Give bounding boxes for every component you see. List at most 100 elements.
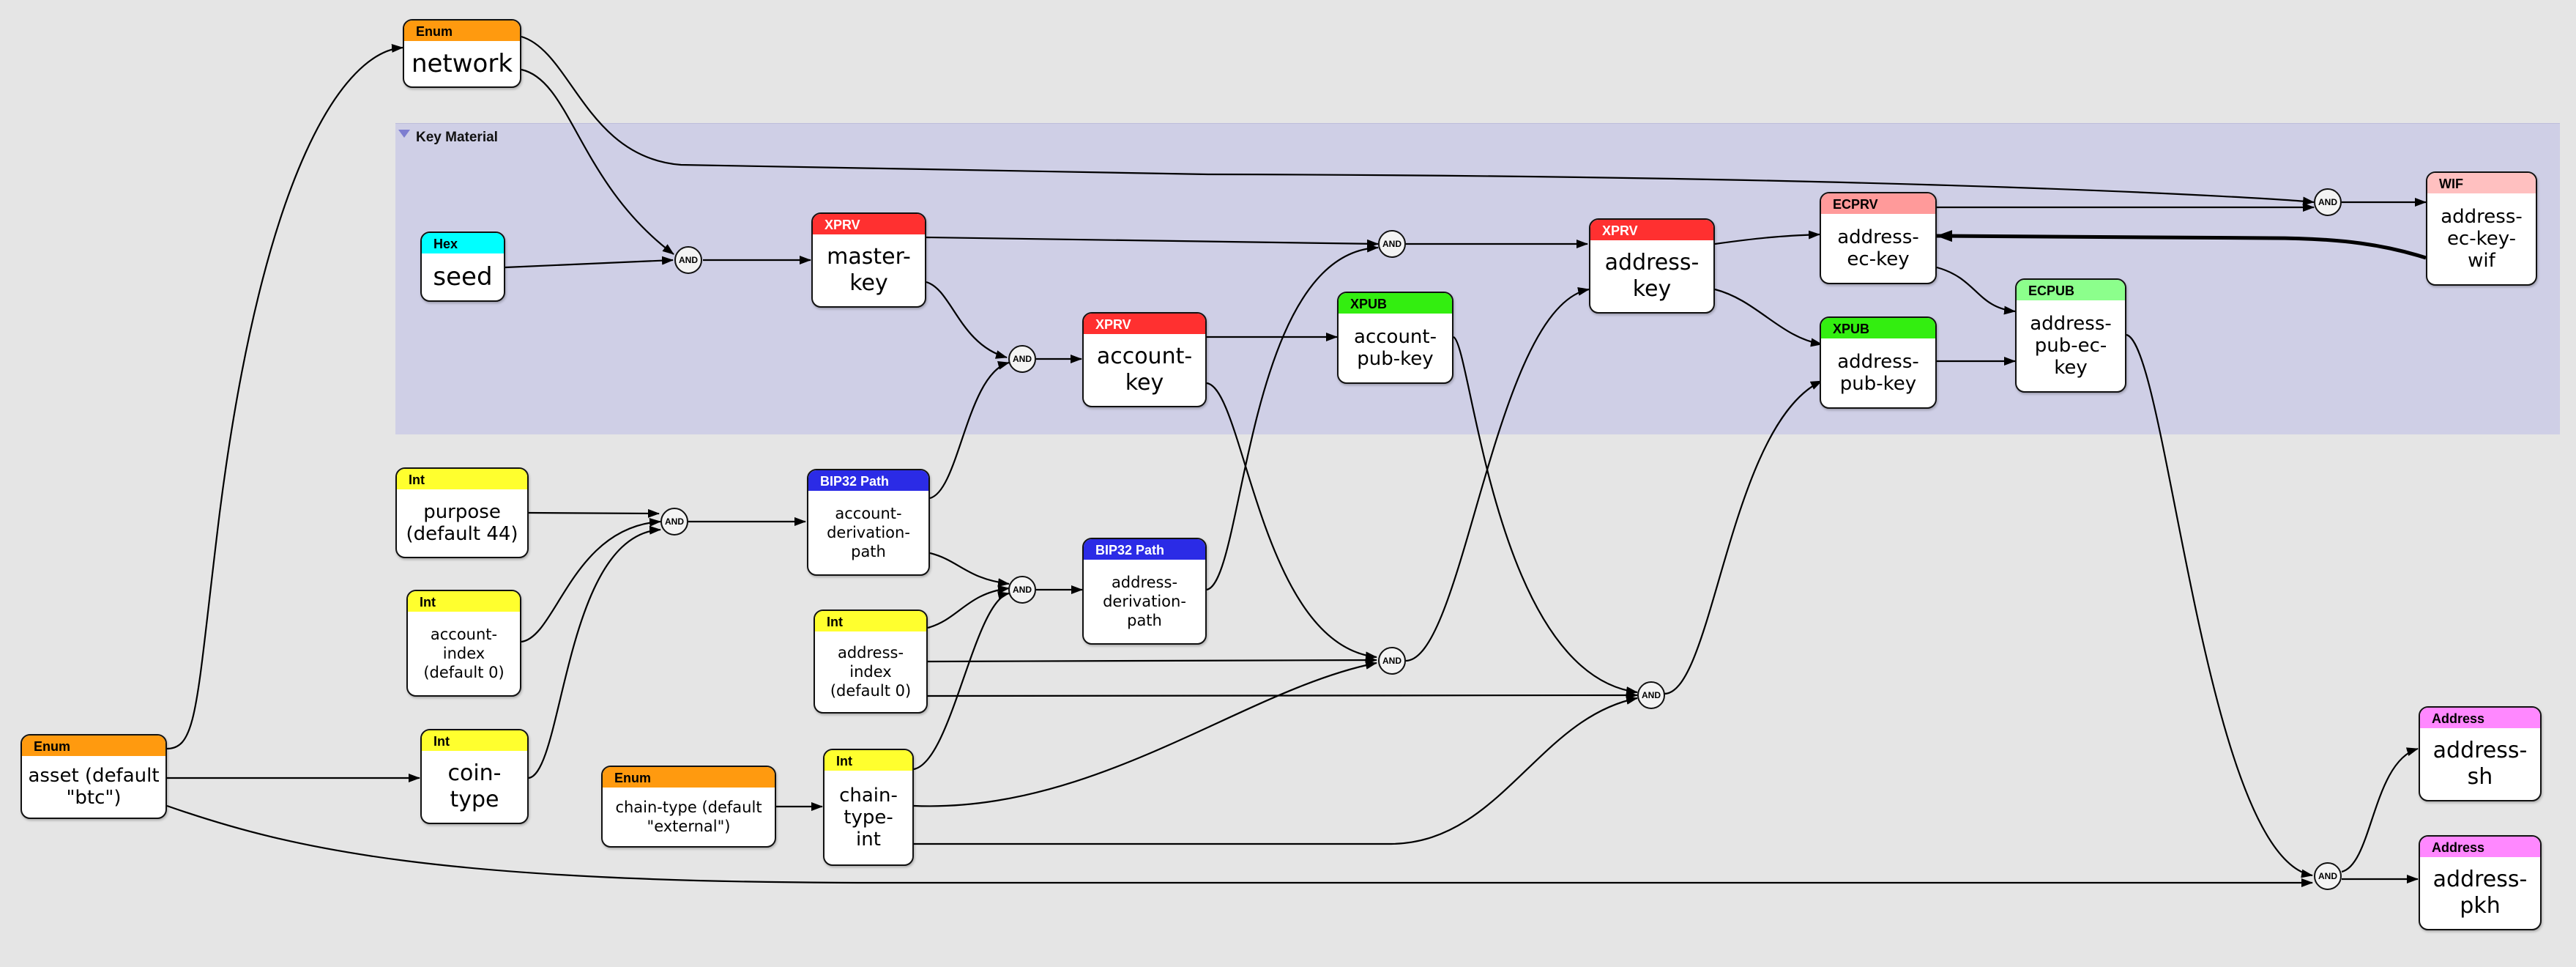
wire-addrindex-andaddrpub <box>927 691 1638 700</box>
node-type-label: Int <box>815 611 926 631</box>
wire-aeckey-apubeckey <box>1936 266 2016 315</box>
node-network[interactable]: Enum network <box>403 19 521 88</box>
node-label: purpose (default 44) <box>406 501 518 545</box>
node-label: chain-type (default "external") <box>615 799 762 835</box>
node-type-label: Int <box>422 730 527 751</box>
wire-chaintypeint-and3 <box>913 591 1010 771</box>
node-address-pub-key[interactable]: XPUB address- pub-key <box>1820 316 1937 409</box>
wire-accderiv-and2 <box>929 360 1010 500</box>
and-gate[interactable]: AND <box>1378 647 1406 675</box>
and-gate[interactable]: AND <box>1378 230 1406 258</box>
node-label: account- derivation- path <box>827 505 910 560</box>
and-gate[interactable]: AND <box>1008 345 1036 373</box>
wire-addrindex-andaddrkey <box>927 656 1377 665</box>
wire-andaddrkey-addresskey <box>1405 286 1590 662</box>
node-label: address- ec-key <box>1837 226 1919 270</box>
and-gate[interactable]: AND <box>1008 576 1036 604</box>
node-chain-type-int[interactable]: Int chain- type- int <box>823 749 914 866</box>
node-master-key[interactable]: XPRV master- key <box>811 212 926 308</box>
node-label: address- pkh <box>2432 867 2528 919</box>
node-coin-type[interactable]: Int coin- type <box>420 729 529 824</box>
node-type-label: Int <box>408 591 520 612</box>
node-label: address- ec-key- wif <box>2441 206 2523 272</box>
node-type-label: ECPRV <box>1821 193 1935 214</box>
and-gate[interactable]: AND <box>2314 862 2342 890</box>
node-label: seed <box>433 262 493 292</box>
wire-addrindex-and3 <box>927 585 1010 629</box>
node-purpose[interactable]: Int purpose (default 44) <box>395 467 529 558</box>
wire-purpose-andacc <box>528 508 660 518</box>
wire-apubeckey-andaddr <box>2126 333 2313 878</box>
node-address-derivation-path[interactable]: BIP32 Path address- derivation- path <box>1082 538 1207 645</box>
node-type-label: Address <box>2420 708 2540 728</box>
wire-andaddrpub-apubkey <box>1663 380 1823 695</box>
wire-addrderiv-andtop <box>1206 243 1379 591</box>
node-address-pkh[interactable]: Address address- pkh <box>2419 835 2542 930</box>
node-type-label: XPRV <box>813 214 925 234</box>
node-address-ec-key-wif[interactable]: WIF address- ec-key- wif <box>2426 171 2537 286</box>
node-account-key[interactable]: XPRV account- key <box>1082 312 1207 407</box>
wire-andaddr-addresssh <box>2341 747 2419 873</box>
wire-masterkey-and2 <box>926 281 1008 359</box>
node-label: chain- type- int <box>839 785 898 851</box>
node-label: address- pub-ec- key <box>2030 313 2112 379</box>
wire-cointype-andacc <box>528 525 661 779</box>
node-type-label: XPUB <box>1821 318 1935 338</box>
node-label: account- index (default 0) <box>423 626 505 681</box>
node-address-index[interactable]: Int address- index (default 0) <box>814 610 928 714</box>
node-type-label: Int <box>824 750 912 771</box>
wire-accountindex-andacc <box>521 518 661 643</box>
node-asset[interactable]: Enum asset (default "btc") <box>21 734 167 819</box>
node-label: address- pub-key <box>1837 351 1919 395</box>
key-material-group[interactable]: Key Material <box>395 123 2560 434</box>
node-account-pub-key[interactable]: XPUB account- pub-key <box>1337 292 1453 384</box>
and-gate[interactable]: AND <box>1637 681 1665 709</box>
wire-accderiv-and3 <box>929 552 1010 588</box>
wire-seed-and1 <box>505 256 674 269</box>
node-type-label: XPRV <box>1590 220 1713 240</box>
wire-addresskey-aeckey <box>1714 230 1820 245</box>
node-type-label: Enum <box>404 21 520 41</box>
node-type-label: Hex <box>422 233 504 253</box>
node-label: account- key <box>1096 344 1193 396</box>
wire-masterkey-andaddr <box>926 236 1379 248</box>
node-type-label: Address <box>2420 837 2540 857</box>
node-type-label: WIF <box>2427 173 2536 193</box>
node-type-label: BIP32 Path <box>1084 539 1205 560</box>
wire-network-and1 <box>521 68 674 255</box>
node-address-sh[interactable]: Address address- sh <box>2419 706 2542 801</box>
node-account-derivation-path[interactable]: BIP32 Path account- derivation- path <box>807 469 930 576</box>
node-type-label: XPRV <box>1084 314 1205 334</box>
and-gate[interactable]: AND <box>2314 188 2342 216</box>
node-label: asset (default "btc") <box>28 765 160 809</box>
node-type-label: BIP32 Path <box>808 470 928 491</box>
node-chain-type[interactable]: Enum chain-type (default "external") <box>601 766 776 848</box>
node-account-index[interactable]: Int account- index (default 0) <box>406 590 521 697</box>
wire-asset-network <box>166 43 403 750</box>
node-type-label: Enum <box>22 736 165 756</box>
wire-accountpubkey-andaddrpub <box>1453 336 1638 696</box>
group-collapse-triangle-icon[interactable] <box>398 130 410 138</box>
node-label: address- key <box>1604 250 1700 302</box>
wire-network-andwif <box>521 35 2315 206</box>
node-label: network <box>411 49 513 78</box>
node-address-ec-key[interactable]: ECPRV address- ec-key <box>1820 192 1937 284</box>
wire-asset-andaddr <box>166 804 2313 887</box>
and-gate[interactable]: AND <box>674 246 702 274</box>
node-label: account- pub-key <box>1354 326 1437 370</box>
node-type-label: Enum <box>603 767 775 788</box>
node-address-key[interactable]: XPRV address- key <box>1589 218 1715 314</box>
and-gate[interactable]: AND <box>660 508 688 536</box>
wire-addresskey-apubkey <box>1714 288 1823 347</box>
node-label: address- index (default 0) <box>830 644 912 700</box>
node-label: master- key <box>827 244 911 296</box>
node-type-label: ECPUB <box>2017 280 2125 300</box>
node-address-pub-ec-key[interactable]: ECPUB address- pub-ec- key <box>2015 278 2126 393</box>
node-type-label: XPUB <box>1339 293 1452 314</box>
node-type-label: Int <box>397 469 527 489</box>
node-label: coin- type <box>447 760 502 812</box>
node-seed[interactable]: Hex seed <box>420 231 505 302</box>
wire-wif-aeckey <box>1936 230 2427 260</box>
wire-chaintypeint-andaddrkey <box>913 660 1377 807</box>
